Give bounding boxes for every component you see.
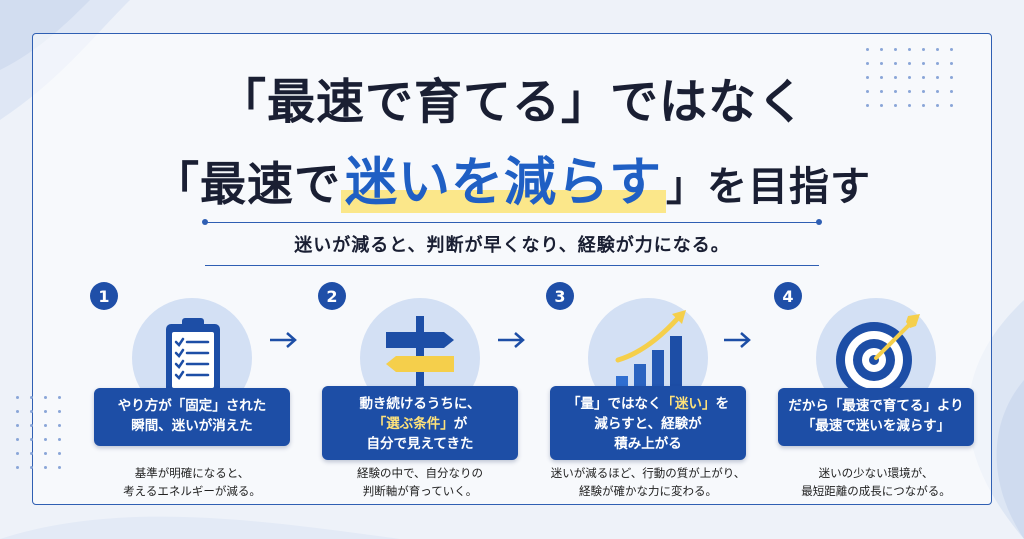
step-3: 3 「量」ではなく「迷い」を 減らすと、経験が 積み上がる 迷いが減るほど、行動… — [546, 282, 752, 502]
step-4-desc-line-1: 迷いの少ない環境が、 — [818, 466, 934, 480]
step-2-box: 動き続けるうちに、 「選ぶ条件」が 自分で見えてきた — [322, 386, 518, 460]
step-2-box-line-3: 自分で見えてきた — [366, 436, 474, 452]
step-4-number: 4 — [774, 282, 802, 310]
step-3-desc-line-2: 経験が確かな力に変わる。 — [579, 484, 717, 498]
dot-grid-top-right — [866, 48, 953, 107]
step-3-box-line-1: 「量」ではなく「迷い」を — [556, 394, 740, 414]
dot-grid-bottom-left — [16, 396, 61, 469]
title-highlight: 迷いを減らす — [341, 153, 666, 213]
step-3-box-line-3: 積み上がる — [614, 436, 682, 452]
step-2-box-highlight: 「選ぶ条件」 — [372, 416, 454, 432]
title-line-2: 「最速で迷いを減らす」を目指す — [0, 140, 1024, 215]
step-4-box: だから「最速で育てる」より 「最速で迷いを減らす」 — [778, 388, 974, 446]
step-1-box-line-2: 瞬間、迷いが消えた — [131, 418, 253, 434]
step-3-description: 迷いが減るほど、行動の質が上がり、 経験が確かな力に変わる。 — [528, 464, 768, 500]
step-4: 4 だから「最速で育てる」より 「最速で迷いを減らす」 迷いの少ない環境が、 最… — [774, 282, 980, 502]
step-1-desc-line-1: 基準が明確になると、 — [134, 466, 250, 480]
arrow-right-icon — [270, 332, 297, 348]
step-1: 1 やり方が「固定」された 瞬間、迷いが消えた 基準が明確になると、 考えるエネ… — [90, 282, 296, 502]
step-2-desc-line-1: 経験の中で、自分なりの — [356, 466, 484, 480]
step-2-description: 経験の中で、自分なりの 判断軸が育っていく。 — [314, 464, 526, 500]
step-3-box-highlight: 「迷い」 — [661, 396, 716, 412]
step-3-box-line-1-c: を — [715, 396, 730, 412]
subtitle-band: 迷いが減ると、判断が早くなり、経験が力になる。 — [202, 219, 822, 266]
target-icon — [836, 314, 920, 398]
step-2-desc-line-2: 判断軸が育っていく。 — [362, 484, 478, 498]
step-1-desc-line-2: 考えるエネルギーが減る。 — [123, 484, 261, 498]
step-4-box-line-1: だから「最速で育てる」より — [788, 398, 964, 414]
arrow-right-icon — [498, 332, 525, 348]
step-2-box-line-1: 動き続けるうちに、 — [359, 396, 481, 412]
arrow-right-icon — [724, 332, 751, 348]
title-line-1: 「最速で育てる」ではなく — [217, 74, 806, 130]
step-1-box: やり方が「固定」された 瞬間、迷いが消えた — [94, 388, 290, 446]
step-1-box-line-1: やり方が「固定」された — [117, 398, 267, 414]
step-3-box-line-2: 減らすと、経験が — [594, 416, 702, 432]
step-2-number: 2 — [318, 282, 346, 310]
step-4-description: 迷いの少ない環境が、 最短距離の成長につながる。 — [770, 464, 982, 500]
step-3-desc-line-1: 迷いが減るほど、行動の質が上がり、 — [550, 466, 746, 480]
step-2-box-line-2-tail: が — [453, 416, 468, 432]
title-line-2-close: 」を目指す — [665, 164, 871, 210]
clipboard-checklist-icon — [166, 318, 220, 394]
subtitle: 迷いが減ると、判断が早くなり、経験が力になる。 — [294, 235, 730, 256]
step-1-description: 基準が明確になると、 考えるエネルギーが減る。 — [86, 464, 298, 500]
step-2: 2 動き続けるうちに、 「選ぶ条件」が 自分で見えてきた 経験の中で、自分なりの… — [318, 282, 524, 502]
step-4-box-line-2: 「最速で迷いを減らす」 — [801, 418, 951, 434]
step-3-box: 「量」ではなく「迷い」を 減らすと、経験が 積み上がる — [550, 386, 746, 460]
step-3-number: 3 — [546, 282, 574, 310]
step-4-desc-line-2: 最短距離の成長につながる。 — [801, 484, 951, 498]
step-1-number: 1 — [90, 282, 118, 310]
step-3-box-line-1-a: 「量」ではなく — [567, 396, 662, 412]
signpost-icon — [386, 316, 454, 412]
step-2-box-line-2: 「選ぶ条件」が — [328, 414, 512, 434]
title-line-2-open: 「最速で — [153, 157, 342, 211]
